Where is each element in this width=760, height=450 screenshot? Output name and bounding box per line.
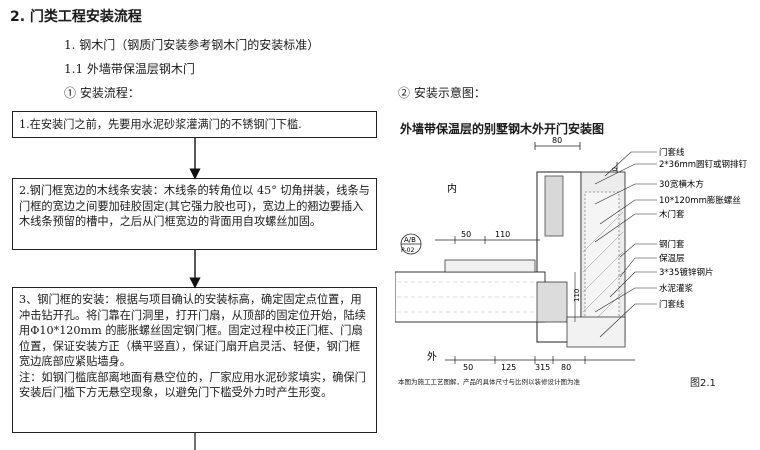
label-door-trim-bottom: 门套线 bbox=[659, 299, 685, 310]
install-diagram-title: ② 安装示意图： bbox=[398, 86, 486, 100]
label-wood-square: 30宽横木方 bbox=[659, 179, 704, 190]
label-nails: 2*36mm圆钉或钢排钉 bbox=[659, 159, 748, 170]
dim-vertical-110: 110 bbox=[573, 289, 581, 302]
outside-label: 外 bbox=[427, 351, 437, 363]
flow-step-3-text: 3、钢门框的安装：根据与项目确认的安装标高，确定固定点位置，用冲击钻开孔。将门靠… bbox=[19, 293, 366, 368]
flow-step-1: 1.在安装门之前，先要用水泥砂浆灌满门的不锈钢门下槛. bbox=[12, 111, 377, 138]
dim-top-20: 20 bbox=[611, 167, 619, 176]
label-door-trim-top: 门套线 bbox=[659, 147, 685, 158]
section-tag-bottom: P-02 bbox=[401, 247, 414, 254]
dim-bottom-80: 80 bbox=[561, 363, 571, 372]
inside-label: 内 bbox=[447, 182, 457, 195]
label-wood-frame: 木门套 bbox=[659, 209, 685, 220]
diagram-caption: 本图为施工工艺图解，产品的具体尺寸与比例以装修设计图为准 bbox=[398, 378, 580, 386]
dim-mid-50: 50 bbox=[461, 230, 471, 239]
install-process-title: ① 安装流程： bbox=[64, 86, 140, 100]
dim-mid-110: 110 bbox=[495, 230, 510, 239]
diagram-title: 外墙带保温层的别墅钢木外开门安装图 bbox=[400, 122, 605, 136]
flow-step-2-text: 2.钢门框宽边的木线条安装：木线条的转角位以 45° 切角拼装，线条与门框的宽边… bbox=[19, 184, 370, 228]
flow-step-3: 3、钢门框的安装：根据与项目确认的安装标高，确定固定点位置，用冲击钻开孔。将门靠… bbox=[12, 287, 377, 433]
subsection-line-2: 1.1 外墙带保温层钢木门 bbox=[64, 62, 195, 76]
dim-top-80: 80 bbox=[552, 136, 562, 145]
figure-number: 图2.1 bbox=[690, 378, 716, 389]
flow-step-3-note: 注：如钢门槛底部离地面有悬空位的，厂家应用水泥砂浆填实，确保门安装后门槛下方无悬… bbox=[19, 370, 366, 400]
label-insulation: 保温层 bbox=[659, 253, 685, 264]
label-steel-frame: 钢门套 bbox=[659, 239, 685, 250]
section-tag-top: A/B bbox=[404, 236, 416, 244]
flow-step-1-text: 1.在安装门之前，先要用水泥砂浆灌满门的不锈钢门下槛. bbox=[19, 118, 302, 131]
dim-bottom-315: 315 bbox=[535, 363, 550, 372]
subsection-line-1: 1. 钢木门（钢质门安装参考钢木门的安装标准） bbox=[64, 38, 320, 52]
dim-bottom-125: 125 bbox=[501, 363, 516, 372]
section-heading: 2. 门类工程安装流程 bbox=[10, 9, 142, 25]
dim-bottom-50: 50 bbox=[463, 363, 473, 372]
door-install-diagram: 80 20 110 内 外 A/B P-02 50 110 50 125 bbox=[395, 136, 748, 372]
label-expansion-bolt: 10*120mm膨胀螺丝 bbox=[659, 195, 741, 206]
label-mortar: 水泥灌浆 bbox=[659, 283, 694, 294]
label-galv-sheet: 3*35镀锌钢片 bbox=[659, 267, 713, 278]
